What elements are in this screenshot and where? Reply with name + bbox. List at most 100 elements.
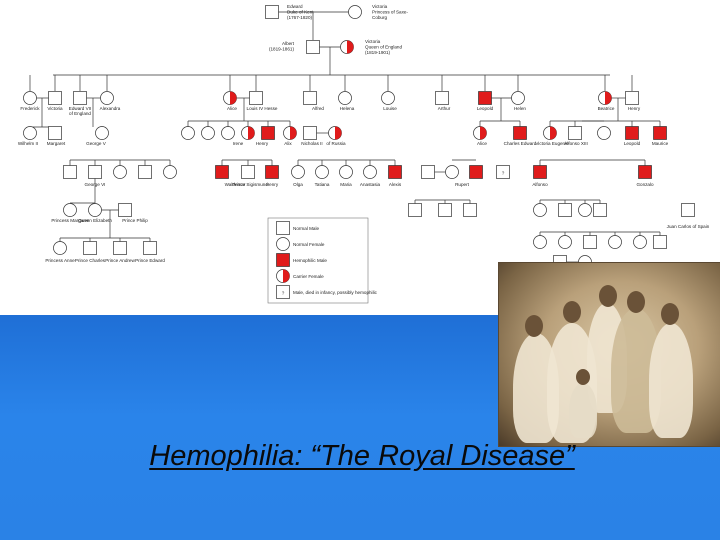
normal-male-symbol — [568, 126, 582, 140]
normal-male-symbol — [408, 203, 422, 217]
pedigree-label: Queen Elizabeth — [78, 218, 112, 223]
pedigree-label: Louis IV Hesse — [247, 106, 278, 111]
normal-female-symbol — [363, 165, 377, 179]
normal-male-symbol — [421, 165, 435, 179]
normal-male-symbol — [143, 241, 157, 255]
normal-male-symbol — [496, 165, 510, 179]
pedigree-label: Waldemar — [225, 182, 246, 187]
pedigree-label: George VI — [85, 182, 106, 187]
normal-female-symbol — [221, 126, 235, 140]
normal-female-symbol — [339, 165, 353, 179]
carrier-half-fill — [480, 126, 487, 140]
carrier-half-fill — [283, 269, 290, 283]
normal-female-symbol — [315, 165, 329, 179]
pedigree-label: Duke of Kent — [287, 9, 314, 14]
normal-female-symbol — [558, 235, 572, 249]
hemophilic-male-symbol — [265, 165, 279, 179]
hemophilic-male-symbol — [469, 165, 483, 179]
normal-female-symbol — [88, 203, 102, 217]
hemophilic-male-symbol — [533, 165, 547, 179]
pedigree-label: (1767-1820) — [287, 15, 312, 20]
pedigree-label: Helena — [340, 106, 355, 111]
pedigree-label: Princess of Saxe- — [372, 9, 408, 14]
hemophilic-male-symbol — [388, 165, 402, 179]
pedigree-label: Victoria — [47, 106, 63, 111]
pedigree-label: Alfred — [312, 106, 324, 111]
normal-male-symbol — [276, 221, 290, 235]
pedigree-label: Nicholas II — [301, 141, 322, 146]
carrier-half-fill — [347, 40, 354, 54]
normal-female-symbol — [338, 91, 352, 105]
legend-label: Normal Female — [293, 242, 325, 247]
hemophilic-male-symbol — [276, 253, 290, 267]
normal-male-symbol — [48, 126, 62, 140]
pedigree-label: Victoria — [372, 4, 388, 9]
pedigree-label: (1819-1861) — [269, 46, 294, 51]
carrier-half-fill — [550, 126, 557, 140]
legend-label: Hemophilic Male — [293, 258, 327, 263]
normal-male-symbol — [265, 5, 279, 19]
normal-male-symbol — [83, 241, 97, 255]
pedigree-label: Prince Philip — [122, 218, 148, 223]
normal-male-symbol — [303, 126, 317, 140]
pedigree-label: Edward — [287, 4, 303, 9]
unknown-mark: ? — [502, 171, 505, 176]
pedigree-label: Alexandra — [100, 106, 121, 111]
pedigree-label: Henry — [266, 182, 279, 187]
royal-family-photo — [498, 262, 720, 447]
pedigree-label: Wilhelm II — [18, 141, 38, 146]
pedigree-label: Maria — [340, 182, 352, 187]
hemophilic-male-symbol — [638, 165, 652, 179]
normal-female-symbol — [95, 126, 109, 140]
unknown-mark: ? — [282, 291, 285, 296]
carrier-half-fill — [335, 126, 342, 140]
pedigree-label: Alfonso XIII — [564, 141, 588, 146]
slide-title: Hemophilia: “The Royal Disease” — [149, 440, 575, 472]
pedigree-label: Henry — [628, 106, 641, 111]
normal-female-symbol — [633, 235, 647, 249]
hemophilic-male-symbol — [261, 126, 275, 140]
pedigree-label: Prince Andrew — [105, 258, 135, 263]
normal-male-symbol — [303, 91, 317, 105]
normal-male-symbol — [249, 91, 263, 105]
hemophilic-male-symbol — [478, 91, 492, 105]
carrier-half-fill — [248, 126, 255, 140]
pedigree-label: Alice — [227, 106, 237, 111]
pedigree-label: Frederick — [20, 106, 40, 111]
pedigree-label: of England — [69, 111, 91, 116]
pedigree-label: Princess Margaret — [51, 218, 89, 223]
normal-female-symbol — [348, 5, 362, 19]
normal-male-symbol — [463, 203, 477, 217]
normal-male-symbol — [48, 91, 62, 105]
pedigree-label: Henry — [256, 141, 269, 146]
pedigree-label: Prince Sigismund — [232, 182, 268, 187]
normal-male-symbol — [73, 91, 87, 105]
normal-male-symbol — [63, 165, 77, 179]
hemophilic-male-symbol — [625, 126, 639, 140]
hemophilic-male-symbol — [653, 126, 667, 140]
normal-male-symbol — [593, 203, 607, 217]
pedigree-label: Arthur — [438, 106, 451, 111]
pedigree-label: Prince Edward — [135, 258, 165, 263]
pedigree-label: Princess Anne — [45, 258, 75, 263]
pedigree-label: Tatiana — [315, 182, 330, 187]
normal-male-symbol — [88, 165, 102, 179]
normal-female-symbol — [445, 165, 459, 179]
normal-male-symbol — [435, 91, 449, 105]
normal-male-symbol — [276, 285, 290, 299]
pedigree-label: Leopold — [624, 141, 641, 146]
carrier-half-fill — [230, 91, 237, 105]
pedigree-label: Gonzalo — [636, 182, 654, 187]
pedigree-label: Helen — [514, 106, 526, 111]
pedigree-label: George V — [86, 141, 107, 146]
normal-female-symbol — [381, 91, 395, 105]
normal-female-symbol — [578, 203, 592, 217]
pedigree-label: Anastasia — [360, 182, 381, 187]
normal-male-symbol — [625, 91, 639, 105]
pedigree-label: Louise — [383, 106, 397, 111]
pedigree-lines — [29, 11, 661, 263]
pedigree-label: Irene — [233, 141, 244, 146]
normal-female-symbol — [181, 126, 195, 140]
pedigree-label: Alice — [477, 141, 487, 146]
